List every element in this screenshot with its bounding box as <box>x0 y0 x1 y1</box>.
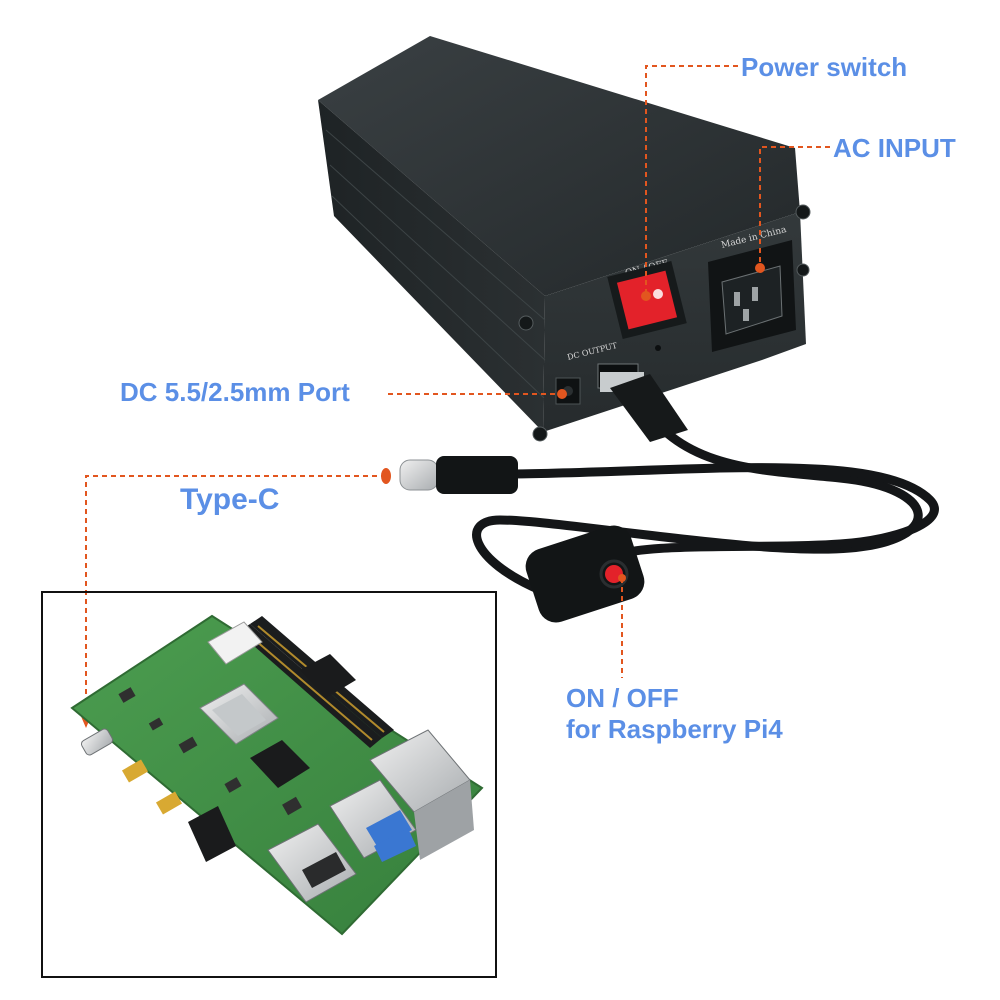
usb2-ports <box>267 823 357 903</box>
on-off-label-line1: ON / OFF <box>566 683 679 713</box>
small-components <box>118 687 302 816</box>
ac-inlet: Made in China <box>708 225 796 352</box>
case-ridges <box>325 129 546 399</box>
wifi-shield <box>207 621 263 665</box>
type-c-connector <box>399 456 518 494</box>
usb-c-port <box>80 728 114 756</box>
on-off-label: ON / OFF for Raspberry Pi4 <box>566 683 783 745</box>
type-c-label: Type-C <box>180 483 280 516</box>
micro-hdmi-port-0 <box>121 759 149 783</box>
ram-chip <box>250 740 310 788</box>
wifi-module <box>300 654 356 698</box>
dc-port-label: DC 5.5/2.5mm Port <box>120 377 350 407</box>
power-switch-label: Power switch <box>741 52 908 82</box>
raspberry-pi-frame <box>41 591 497 978</box>
raspberry-pi-board <box>70 614 484 936</box>
on-off-label-line2: for Raspberry Pi4 <box>566 714 783 745</box>
power-cable <box>472 395 939 595</box>
usb-plug <box>600 372 688 442</box>
micro-hdmi-port-1 <box>155 791 183 815</box>
audio-jack <box>188 806 236 862</box>
inline-cable-switch <box>525 525 645 623</box>
ac-input-label: AC INPUT <box>833 133 956 163</box>
callout-leaders <box>85 65 830 726</box>
case-screws <box>518 204 811 442</box>
